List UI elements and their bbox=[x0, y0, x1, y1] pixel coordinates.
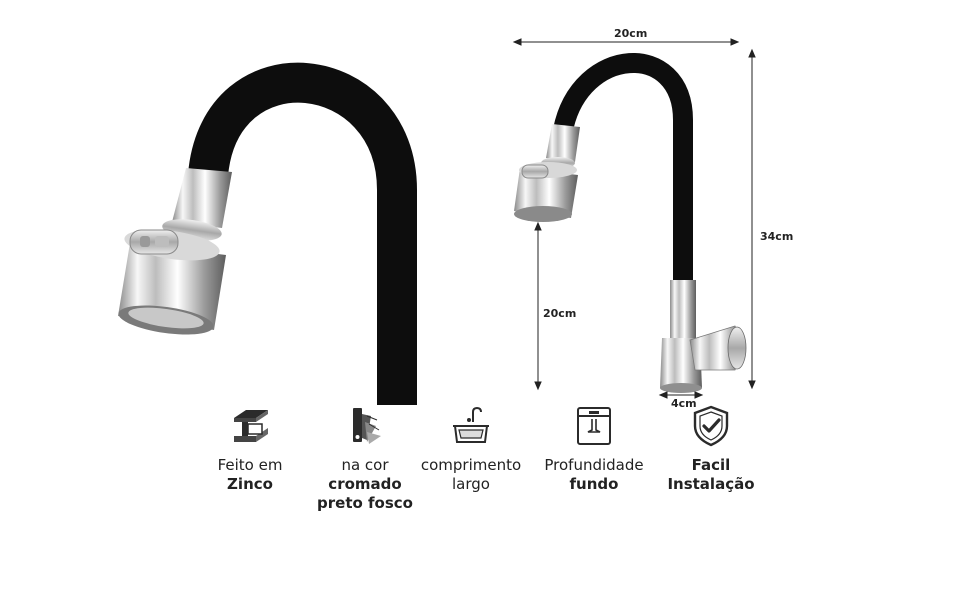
shield-check-icon bbox=[693, 405, 729, 447]
feature-material: Feito em Zinco bbox=[185, 404, 315, 494]
width-top-label: 20cm bbox=[614, 27, 648, 40]
feature-material-line2: Zinco bbox=[227, 475, 273, 493]
feature-color-line1: na cor bbox=[341, 456, 389, 474]
zinc-beam-icon bbox=[234, 410, 268, 442]
deep-basin-icon bbox=[577, 407, 611, 445]
feature-color-line3: preto fosco bbox=[317, 494, 413, 512]
feature-length: comprimento largo bbox=[406, 404, 536, 494]
feature-color: na cor cromado preto fosco bbox=[300, 404, 430, 513]
feature-installation: Facil Instalação bbox=[646, 404, 776, 494]
height-spout-label: 20cm bbox=[543, 307, 577, 320]
feature-installation-line2: Instalação bbox=[667, 475, 755, 493]
feature-installation-line1: Facil bbox=[691, 456, 731, 474]
height-right-label: 34cm bbox=[760, 230, 794, 243]
base-width-label: 4cm bbox=[671, 397, 697, 410]
feature-depth-line1: Profundidade bbox=[544, 456, 644, 474]
feature-depth-line2: fundo bbox=[569, 475, 619, 493]
feature-color-line2: cromado bbox=[328, 475, 402, 493]
feature-material-line1: Feito em bbox=[217, 456, 283, 474]
sink-icon bbox=[453, 406, 489, 443]
feature-length-line2: largo bbox=[452, 475, 490, 493]
feature-length-line1: comprimento bbox=[420, 456, 522, 474]
large-faucet-closeup bbox=[118, 62, 417, 405]
color-palette-icon bbox=[353, 408, 381, 444]
dimension-lines bbox=[512, 38, 756, 399]
feature-depth: Profundidade fundo bbox=[529, 404, 659, 494]
full-faucet bbox=[514, 53, 747, 393]
